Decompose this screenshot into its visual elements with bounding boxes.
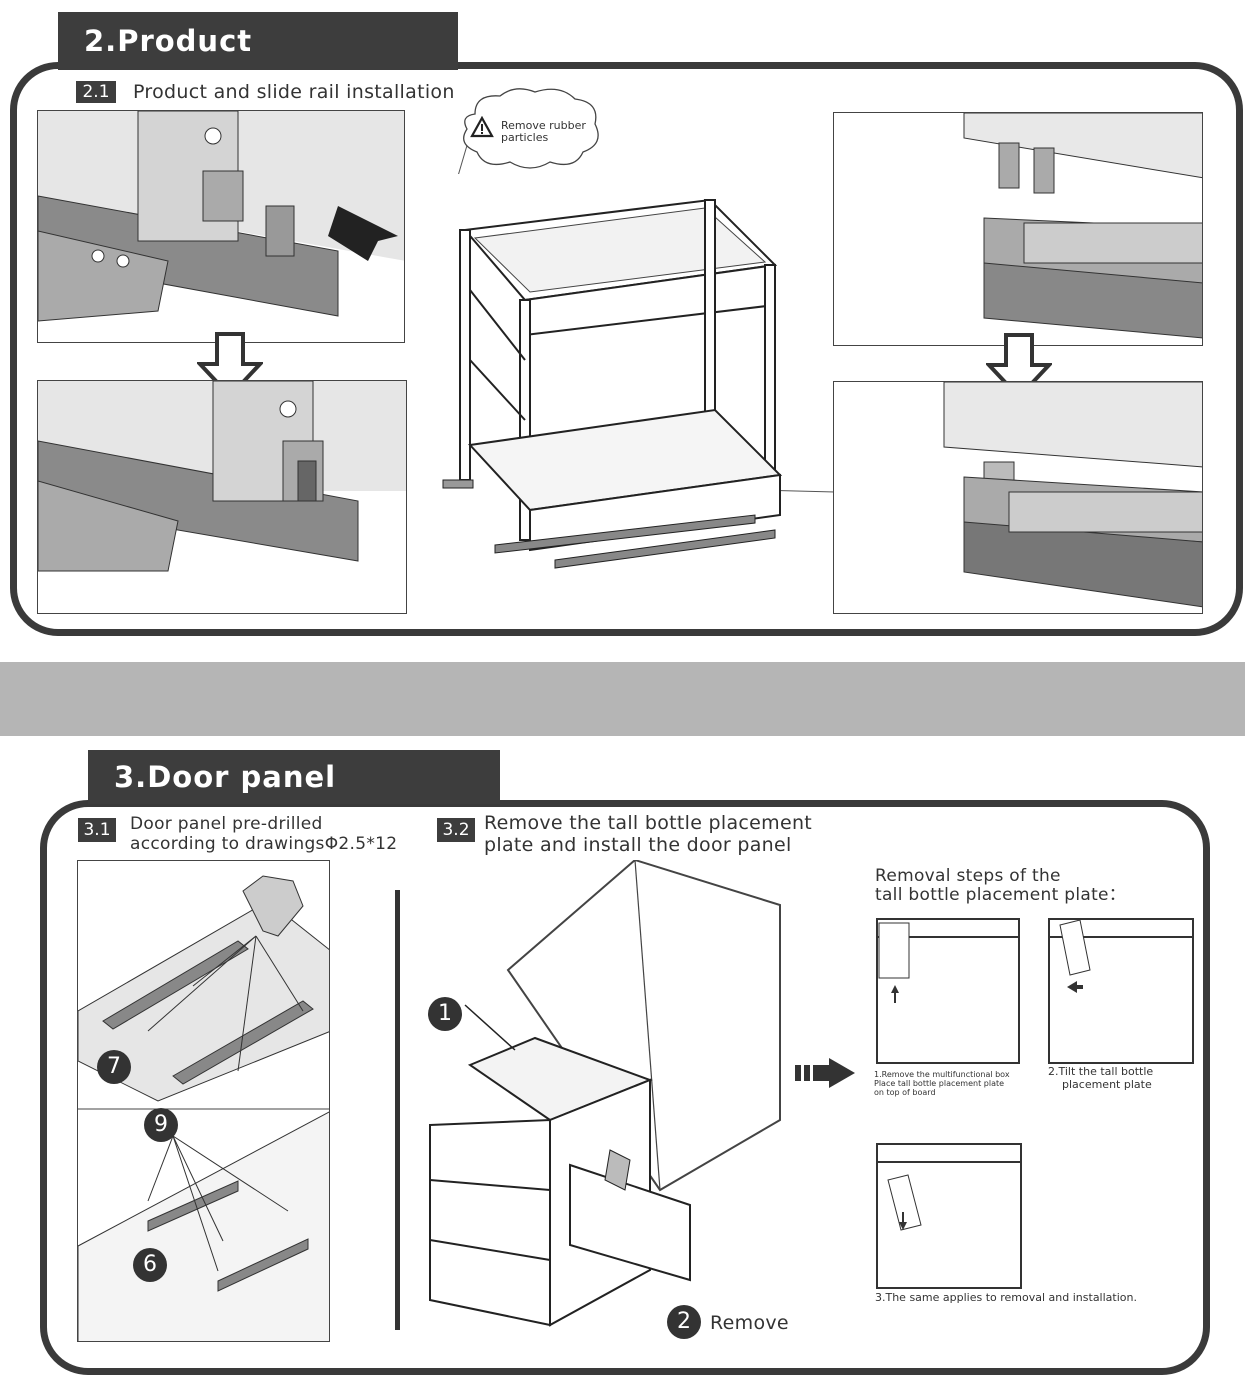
subtitle-3-2-line1: Remove the tall bottle placement — [484, 812, 813, 834]
badge-2-1: 2.1 — [76, 81, 116, 103]
slide-detail-before — [833, 112, 1203, 346]
section2-title: 2.Product installation — [58, 12, 458, 116]
step1-text-2: Place tall bottle placement plate — [874, 1079, 1005, 1088]
callout-text-2: particles — [501, 131, 549, 144]
step3-text: 3.The same applies to removal and instal… — [875, 1291, 1137, 1304]
number-2: 2 — [667, 1305, 701, 1339]
callout-text-1: Remove rubber — [501, 119, 586, 132]
number-1: 1 — [428, 997, 462, 1031]
drilling-diagram — [77, 860, 330, 1342]
remove-label: Remove — [710, 1312, 789, 1334]
removal-title-2: tall bottle placement plate： — [875, 885, 1127, 905]
subtitle-2-1: Product and slide rail installation — [133, 81, 455, 103]
badge-3-2: 3.2 — [437, 818, 475, 842]
section3-title: 3.Door panel installation — [88, 750, 500, 848]
step1-text-1: 1.Remove the multifunctional box — [874, 1070, 1010, 1079]
rail-detail-after — [37, 380, 407, 614]
number-6: 6 — [133, 1248, 167, 1282]
divider — [395, 890, 400, 1330]
right-arrow-icon — [795, 1058, 855, 1088]
number-9: 9 — [144, 1108, 178, 1142]
gray-band — [0, 662, 1245, 736]
subtitle-3-2-line2: plate and install the door panel — [484, 834, 792, 856]
door-panel-cabinet-illustration — [429, 860, 781, 1327]
step2-diagram — [1048, 918, 1194, 1064]
step1-text-3: on top of board — [874, 1088, 936, 1097]
step2-text-2: placement plate — [1062, 1078, 1152, 1091]
subtitle-3-1-line1: Door panel pre-drilled — [130, 814, 323, 834]
step1-diagram — [876, 918, 1020, 1064]
number-7: 7 — [97, 1050, 131, 1084]
step3-diagram — [876, 1143, 1022, 1289]
callout-cloud — [458, 88, 599, 174]
badge-3-1: 3.1 — [78, 818, 116, 842]
subtitle-3-1-line2: according to drawingsΦ2.5*12 — [130, 834, 398, 854]
step2-text-1: 2.Tilt the tall bottle — [1048, 1065, 1154, 1078]
slide-detail-after — [833, 381, 1203, 614]
warning-triangle-icon — [470, 116, 494, 138]
pullout-cabinet-illustration — [442, 198, 835, 569]
removal-title-1: Removal steps of the — [875, 866, 1061, 886]
rail-detail-before — [37, 110, 405, 343]
